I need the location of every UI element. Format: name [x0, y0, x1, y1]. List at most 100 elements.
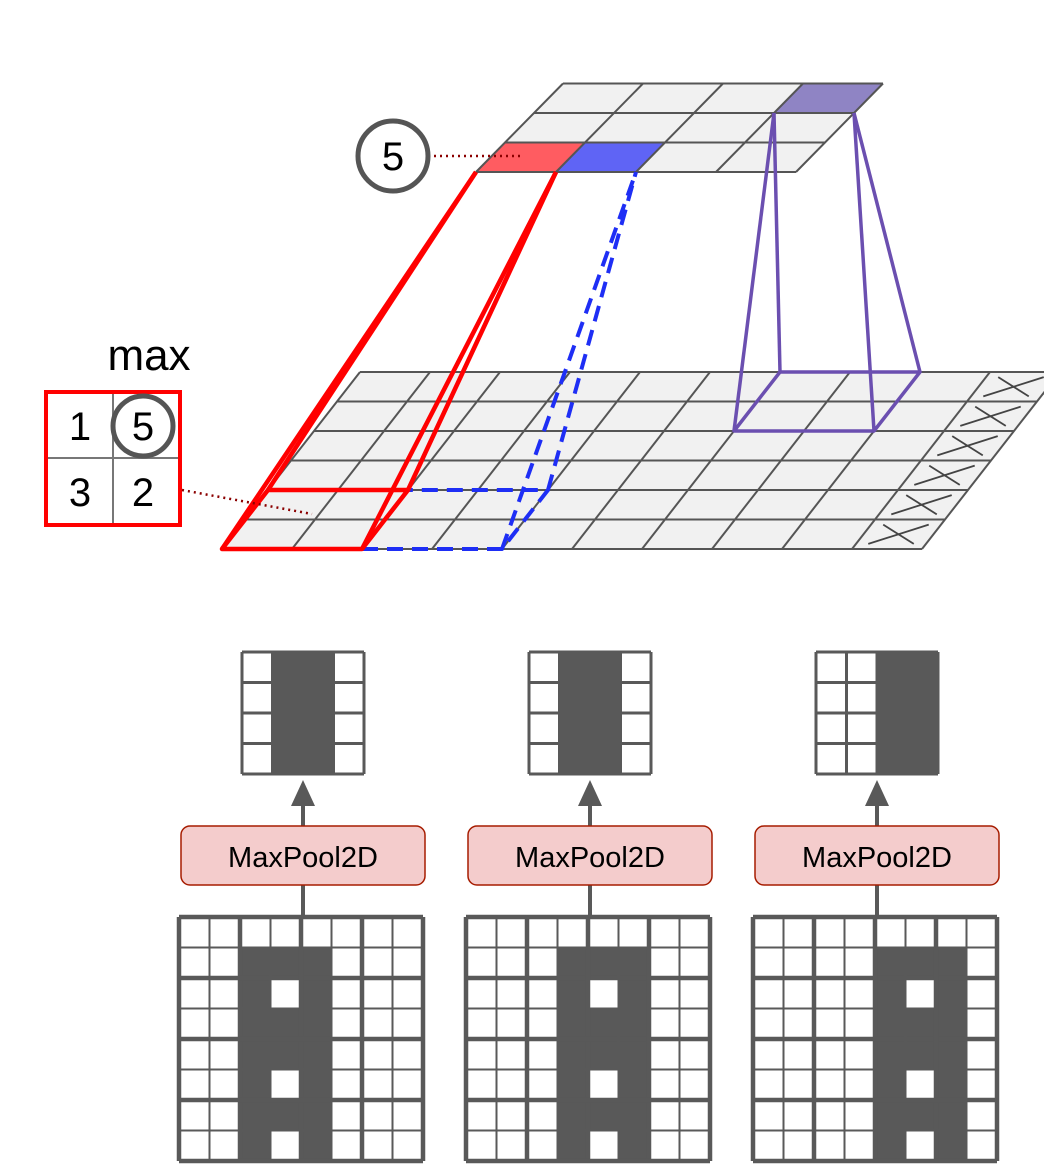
- input-dark-cell: [875, 947, 906, 978]
- input-dark-cell: [301, 1039, 332, 1070]
- dropped-column-markers: [868, 376, 1044, 545]
- receptive-field-projections: [219, 112, 922, 552]
- input-dark-cell: [875, 1069, 906, 1100]
- maxpool-layer-label: MaxPool2D: [802, 842, 952, 874]
- input-dark-cell: [557, 1008, 588, 1039]
- maxpool-layer-box: [754, 825, 1000, 886]
- maxpool-layer-label: MaxPool2D: [228, 842, 378, 874]
- input-dark-cell: [301, 1008, 332, 1039]
- input-dark-cell: [270, 1008, 301, 1039]
- dropped-cell-x-mark: [974, 405, 1007, 427]
- red-projection-line: [359, 170, 559, 551]
- maxpool-panel: MaxPool2D: [463, 650, 713, 1164]
- purple-projection-line: [732, 112, 776, 432]
- input-dark-cell: [557, 1100, 588, 1131]
- dropped-cell-x-mark: [882, 523, 915, 545]
- input-dark-cell: [240, 1130, 271, 1161]
- input-dark-cell: [301, 947, 332, 978]
- input-dark-cell: [240, 947, 271, 978]
- output-grid-line: [475, 82, 564, 173]
- input-dark-cell: [557, 978, 588, 1009]
- input-dark-cell: [618, 1008, 649, 1039]
- red-projection-line: [405, 171, 559, 491]
- output-grid-line: [635, 82, 724, 173]
- dropped-cell-x-mark: [951, 435, 984, 457]
- flow-arrow-head: [865, 780, 889, 806]
- flow-arrow-head: [578, 780, 602, 806]
- maxpool-panel: MaxPool2D: [176, 650, 426, 1164]
- input-dark-cell: [588, 1008, 619, 1039]
- purple-projection-line: [772, 112, 782, 373]
- input-dark-cell: [301, 1130, 332, 1161]
- blue-projection-line: [546, 171, 638, 491]
- maxpool-layer-box: [180, 825, 426, 886]
- input-dark-cell: [270, 947, 301, 978]
- input-dark-cell: [618, 978, 649, 1009]
- input-dark-cell: [936, 1069, 967, 1100]
- output-cell-blue: [556, 142, 665, 172]
- input-dark-cell: [875, 1130, 906, 1161]
- pool-cell-value: 1: [69, 405, 91, 449]
- input-dark-cell: [240, 1008, 271, 1039]
- output-cell-red: [476, 142, 585, 172]
- output-value-circle: [355, 118, 431, 194]
- input-dark-cell: [618, 1100, 649, 1131]
- maxpool-panel: MaxPool2D: [750, 650, 1000, 1164]
- input-dark-cell: [936, 978, 967, 1009]
- pool-window-connector: [181, 488, 313, 516]
- pool-window: 1 5 3 2: [44, 390, 182, 527]
- input-dark-cell: [557, 1130, 588, 1161]
- input-dark-cell: [875, 978, 906, 1009]
- input-dark-cell: [618, 1069, 649, 1100]
- purple-projection-line: [852, 112, 922, 373]
- translation-invariance-diagram: MaxPool2D MaxPool2D MaxPool2D: [176, 650, 1000, 1164]
- max-pooling-diagram: 5 max 1 5 3 2: [44, 82, 1044, 552]
- input-feature-map: [221, 371, 1044, 550]
- maxpool-layer-label: MaxPool2D: [515, 842, 665, 874]
- input-dark-cell: [905, 1100, 936, 1131]
- input-dark-cell: [301, 978, 332, 1009]
- blue-projection-line: [500, 171, 638, 550]
- input-dark-cell: [936, 1100, 967, 1131]
- input-dark-cell: [588, 947, 619, 978]
- maxpool-layer-box: [467, 825, 713, 886]
- input-dark-cell: [588, 1039, 619, 1070]
- input-dark-cell: [618, 1039, 649, 1070]
- dropped-cell-x-mark: [928, 464, 961, 486]
- output-feature-map: [475, 82, 884, 173]
- input-dark-cell: [905, 1039, 936, 1070]
- input-dark-cell: [936, 1130, 967, 1161]
- input-dark-cell: [905, 947, 936, 978]
- output-grid-line: [715, 82, 804, 173]
- red-projection-line: [266, 170, 478, 492]
- dropped-cell-x-mark: [997, 376, 1030, 398]
- max-value-circle: [110, 393, 176, 459]
- pool-cell-value: 5: [132, 405, 154, 449]
- purple-projection-line: [852, 112, 876, 432]
- input-dark-cell: [875, 1008, 906, 1039]
- pool-cell-value: 3: [69, 471, 91, 515]
- output-cell-purple: [774, 83, 883, 113]
- input-dark-cell: [936, 947, 967, 978]
- input-dark-cell: [875, 1039, 906, 1070]
- input-dark-cell: [557, 1069, 588, 1100]
- input-dark-cell: [936, 1039, 967, 1070]
- input-dark-cell: [936, 1008, 967, 1039]
- input-dark-cell: [301, 1100, 332, 1131]
- input-dark-cell: [240, 978, 271, 1009]
- input-dark-cell: [270, 1039, 301, 1070]
- input-dark-cell: [557, 947, 588, 978]
- output-value: 5: [382, 135, 404, 179]
- dropped-cell-x-mark: [905, 494, 938, 516]
- input-dark-cell: [240, 1100, 271, 1131]
- input-dark-cell: [301, 1069, 332, 1100]
- callouts: 5 max 1 5 3 2: [44, 118, 522, 527]
- flow-arrow-head: [291, 780, 315, 806]
- input-dark-cell: [875, 1100, 906, 1131]
- input-dark-cell: [618, 947, 649, 978]
- input-dark-cell: [618, 1130, 649, 1161]
- input-dark-cell: [588, 1100, 619, 1131]
- input-dark-cell: [557, 1039, 588, 1070]
- pool-cell-value: 2: [132, 471, 154, 515]
